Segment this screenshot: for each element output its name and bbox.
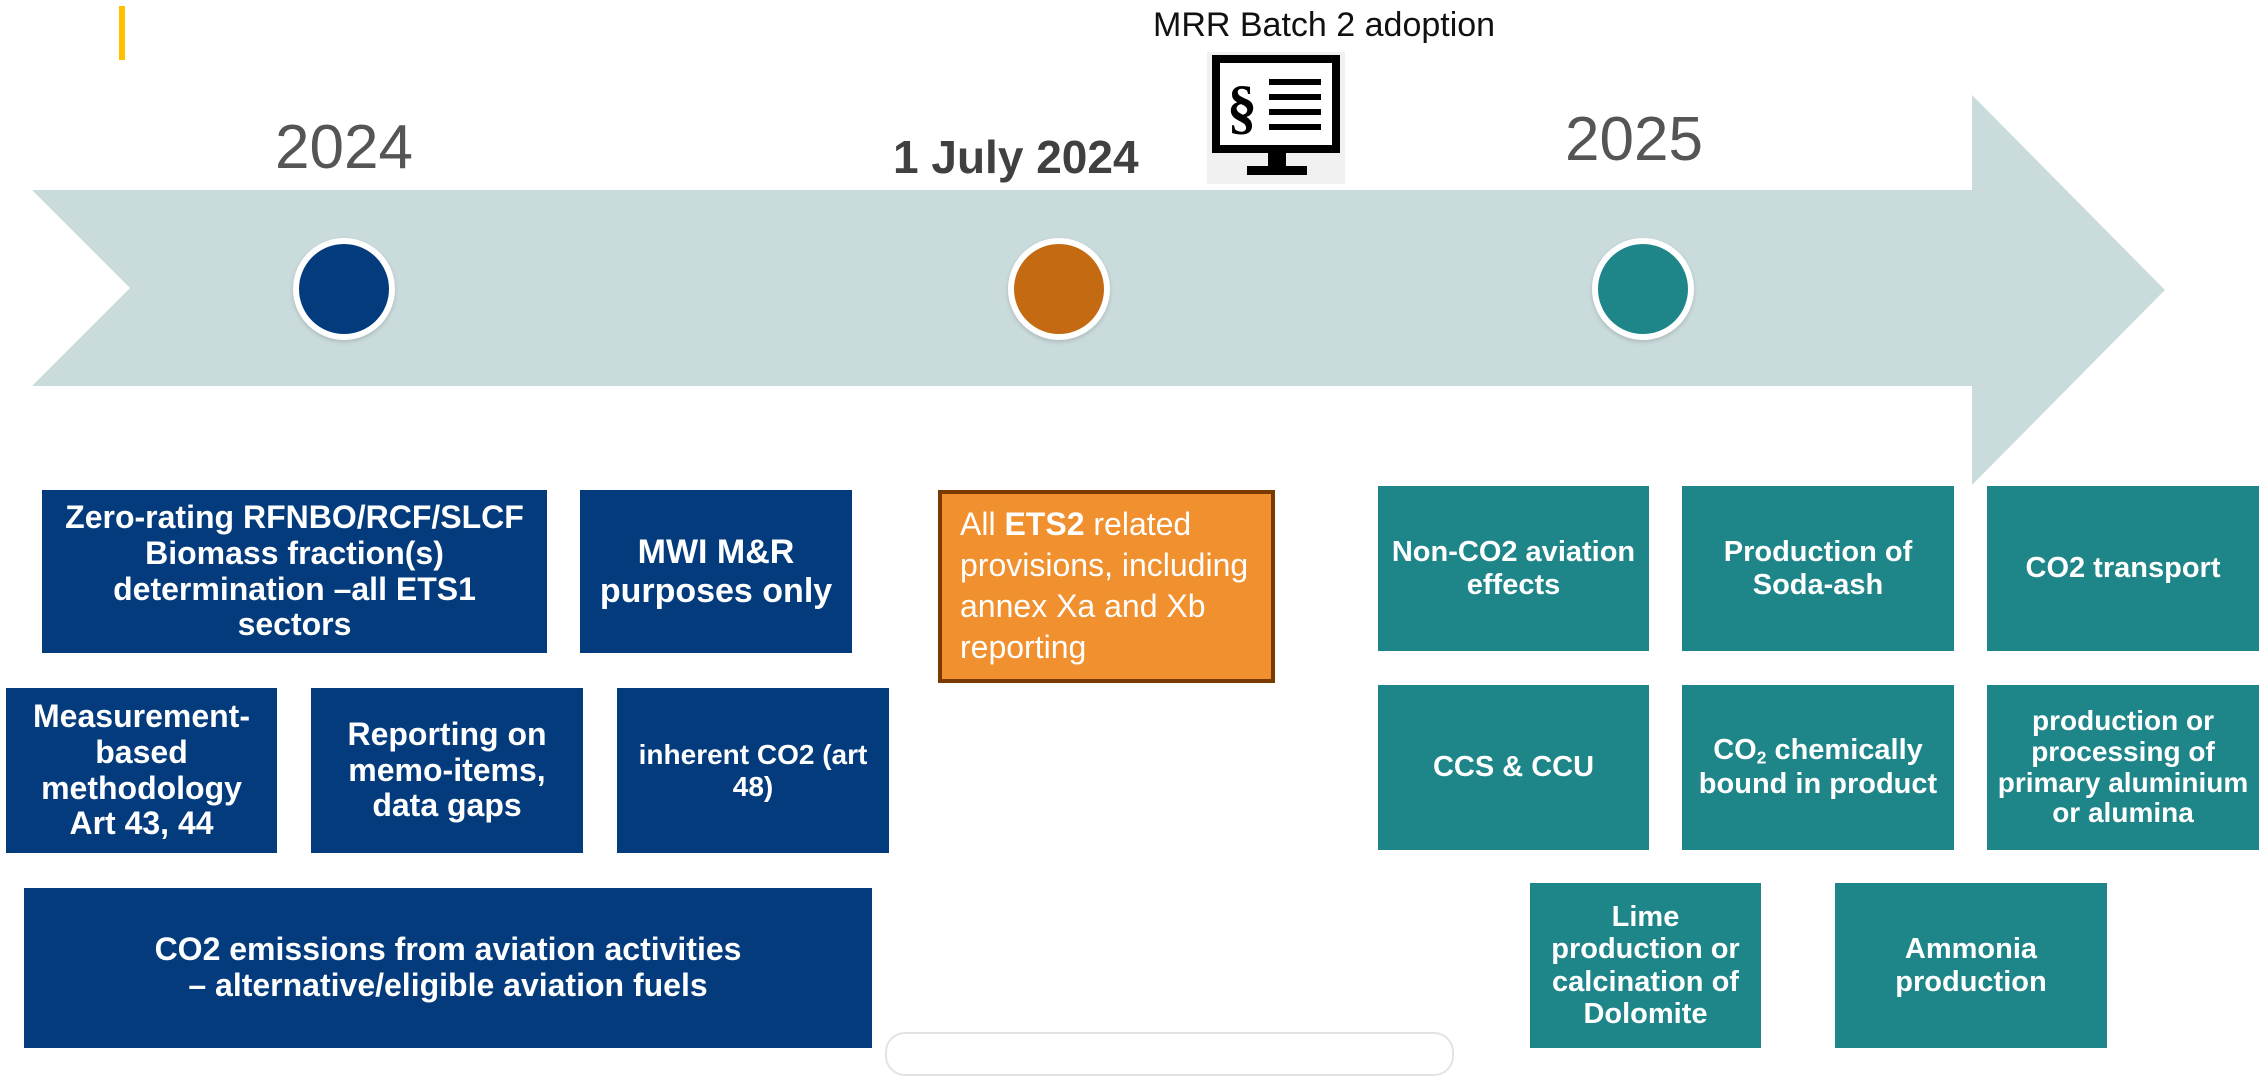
dot-2024	[293, 238, 395, 340]
box-measurement-text: Measurement-based methodology Art 43, 44	[33, 697, 250, 842]
year-2025-label: 2025	[1565, 105, 1703, 174]
box-non-co2: Non-CO2 aviation effects	[1378, 486, 1649, 651]
box-ccs-ccu: CCS & CCU	[1378, 685, 1649, 850]
box-soda-ash: Production of Soda-ash	[1682, 486, 1954, 651]
svg-text:§: §	[1227, 74, 1257, 140]
accent-bar	[119, 6, 125, 60]
box-ets2-bold: ETS2	[1004, 506, 1085, 542]
box-co2-bound-text: CO2 chemically bound in product	[1698, 734, 1938, 801]
box-measurement: Measurement-based methodology Art 43, 44	[6, 688, 277, 853]
box-ets2: All ETS2 related provisions, including a…	[938, 490, 1275, 683]
box-co2-transport-text: CO2 transport	[2025, 552, 2221, 585]
box-reporting-memo: Reporting on memo-items, data gaps	[311, 688, 583, 853]
box-aluminium: production or processing of primary alum…	[1987, 685, 2259, 850]
dot-2025	[1592, 238, 1694, 340]
box-mwi: MWI M&R purposes only	[580, 490, 852, 653]
year-2024-label: 2024	[275, 113, 413, 182]
box-mwi-text: MWI M&R purposes only	[599, 533, 833, 610]
box-inherent-co2-text: inherent CO2 (art 48)	[638, 739, 868, 802]
regulation-monitor-icon: §	[1207, 52, 1345, 184]
box-inherent-co2: inherent CO2 (art 48)	[617, 688, 889, 853]
box-ammonia-text: Ammonia production	[1895, 933, 2047, 998]
box-lime: Lime production or calcination of Dolomi…	[1530, 883, 1761, 1048]
box-soda-ash-text: Production of Soda-ash	[1723, 536, 1913, 601]
box-non-co2-text: Non-CO2 aviation effects	[1391, 536, 1636, 601]
box-aviation: CO2 emissions from aviation activities –…	[24, 888, 872, 1048]
mid-date-label: 1 July 2024	[893, 131, 1139, 183]
box-aviation-text: CO2 emissions from aviation activities –…	[154, 931, 742, 1003]
box-reporting-memo-text: Reporting on memo-items, data gaps	[347, 715, 547, 824]
box-co2-transport: CO2 transport	[1987, 486, 2259, 651]
box-zero-rating: Zero-rating RFNBO/RCF/SLCF Biomass fract…	[42, 490, 547, 653]
adoption-label: MRR Batch 2 adoption	[1153, 6, 1496, 44]
box-ccs-ccu-text: CCS & CCU	[1432, 751, 1595, 784]
box-co2-bound: CO2 chemically bound in product	[1682, 685, 1954, 850]
box-ets2-text: All ETS2 related provisions, including a…	[960, 506, 1249, 665]
bottom-partial-element	[885, 1032, 1454, 1076]
box-aluminium-text: production or processing of primary alum…	[1997, 704, 2249, 829]
box-lime-text: Lime production or calcination of Dolomi…	[1551, 900, 1740, 1030]
dot-july-2024	[1008, 238, 1110, 340]
box-ammonia: Ammonia production	[1835, 883, 2107, 1048]
box-zero-rating-text: Zero-rating RFNBO/RCF/SLCF Biomass fract…	[65, 498, 524, 643]
